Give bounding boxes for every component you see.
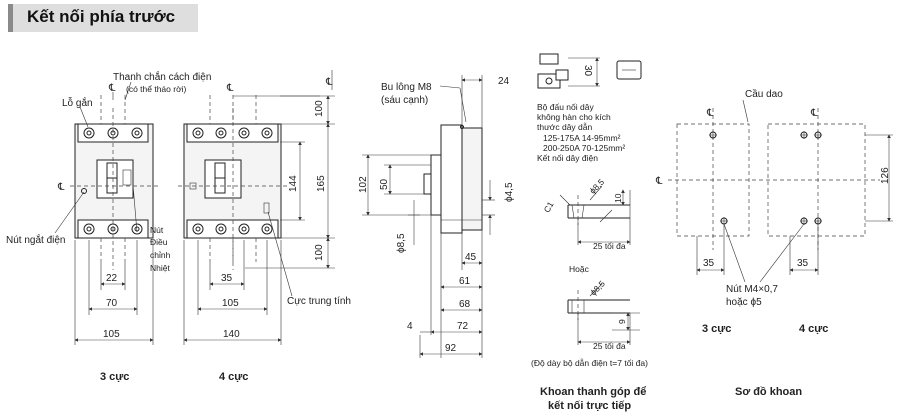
dim-92: 92 [445, 343, 457, 354]
label-barrier-note: (có thể tháo rời) [126, 84, 187, 94]
label-or: Hoặc [569, 264, 590, 274]
label-trip-button: Nút ngắt điện [6, 233, 66, 246]
busbar-caption-1: Khoan thanh góp để [540, 386, 646, 398]
dim-10: 10 [613, 193, 623, 203]
busbar-caption-2: kết nối trực tiếp [548, 400, 631, 412]
page-title: Kết nối phía trước [27, 7, 176, 26]
dim-24: 24 [498, 76, 510, 87]
dim-c1: C1 [542, 200, 556, 215]
centerline-symbol-3p: ℄ [57, 182, 65, 193]
dim-phi-4-5: ϕ4,5 [504, 182, 515, 202]
dim-35-drill-3p: 35 [703, 258, 715, 269]
dim-105-4p: 105 [222, 298, 239, 309]
title-band: Kết nối phía trước [8, 4, 198, 32]
side-front-cover [440, 124, 463, 234]
dim-30: 30 [582, 65, 593, 77]
label-thermal-knob-1: Nút [150, 225, 164, 235]
dim-50: 50 [379, 178, 390, 190]
dim-68: 68 [459, 299, 471, 310]
caption-3-pole: 3 cực [100, 371, 129, 383]
dim-144: 144 [288, 175, 299, 192]
centerline-symbol-3p-top: ℄ [108, 83, 116, 94]
label-bolt-note: (sáu cạnh) [381, 95, 428, 106]
busbar-detail [537, 53, 642, 345]
label-neutral-pole: Cực trung tính [287, 296, 351, 307]
busbar-note-3: thước dây dẫn [537, 122, 592, 132]
label-thermal-knob-2: Điều [150, 237, 168, 247]
drilling-plan [668, 99, 893, 283]
centerline-symbol-4p-top: ℄ [226, 83, 234, 94]
dim-25-max-a: 25 tối đa [593, 241, 626, 251]
caption-drill-3p: 3 cực [702, 323, 731, 335]
dim-4: 4 [407, 321, 413, 332]
caption-4-pole: 4 cực [219, 371, 248, 383]
dim-22: 22 [106, 273, 118, 284]
dim-102: 102 [358, 176, 369, 193]
label-breaker: Cầu dao [745, 88, 783, 100]
dim-100-bottom: 100 [314, 244, 325, 261]
dim-phi-8-5-a: ϕ8,5 [587, 177, 606, 196]
label-thermal-knob-3: chỉnh [150, 250, 171, 260]
label-barrier: Thanh chắn cách điện [113, 70, 211, 83]
label-screw-1: Nút M4×0,7 [726, 284, 778, 295]
label-mounting-hole: Lỗ gắn [62, 96, 93, 109]
centerline-symbol-drill-b: ℄ [810, 108, 818, 119]
dim-35-4p: 35 [221, 273, 233, 284]
busbar-note-6: Kết nối dây điện [537, 153, 598, 163]
dim-100-top: 100 [314, 100, 325, 117]
label-bolt: Bu lông M8 [381, 82, 432, 93]
centerline-symbol-drill-c: ℄ [655, 176, 663, 187]
busbar-note-1: Bộ đấu nối dây [537, 102, 594, 112]
dim-45: 45 [465, 252, 477, 263]
dim-140: 140 [223, 329, 240, 340]
busbar-note-4: 125-175A 14-95mm² [543, 133, 621, 143]
four-pole-front-view [178, 70, 335, 345]
dim-165: 165 [316, 175, 327, 192]
dim-9: 9 [617, 319, 627, 324]
busbar-note-2: không hàn cho kích [537, 112, 611, 122]
thickness-note: (Độ dày bộ dẫn điện t=7 tối đa) [531, 358, 648, 368]
dim-105-3p: 105 [103, 329, 120, 340]
dim-25-max-b: 25 tối đa [593, 341, 626, 351]
side-view [362, 75, 495, 358]
busbar-note-5: 200-250A 70-125mm² [543, 143, 625, 153]
drilling-caption: Sơ đồ khoan [735, 386, 802, 398]
dim-72: 72 [457, 321, 469, 332]
dim-phi-8-5-side: ϕ8,5 [396, 233, 407, 253]
label-screw-2: hoặc ϕ5 [726, 297, 762, 308]
dim-phi-8-5-b: ϕ8,5 [588, 278, 607, 297]
centerline-symbol-drill-a: ℄ [706, 108, 714, 119]
caption-drill-4p: 4 cực [799, 323, 828, 335]
dim-70: 70 [106, 298, 118, 309]
label-thermal-knob-4: Nhiệt [150, 263, 170, 273]
dim-61: 61 [459, 276, 471, 287]
dim-35-drill-4p: 35 [797, 258, 809, 269]
three-pole-front-view [54, 81, 160, 345]
centerline-symbol-4p-side: ℄ [325, 77, 333, 88]
dim-126: 126 [880, 167, 891, 184]
